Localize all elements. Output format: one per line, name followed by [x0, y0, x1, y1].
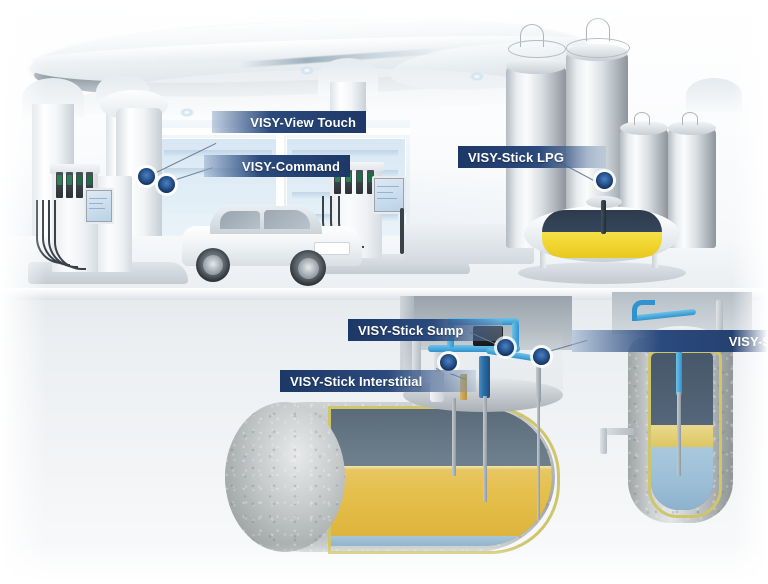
dispenser-display-right[interactable]: [372, 176, 406, 214]
lpg-tank-base: [518, 262, 686, 284]
vertical-tank-interior: [651, 352, 713, 510]
car-window: [220, 211, 260, 229]
nozzle-indicator: [346, 173, 351, 182]
visy-stick-probe-blue: [479, 356, 490, 398]
nozzle-slot: [76, 172, 83, 198]
vertical-tank-inlet: [600, 428, 634, 435]
dispenser-head: [50, 164, 100, 174]
lpg-tank-leg: [652, 250, 658, 268]
display-line: [89, 208, 105, 209]
nozzle-indicator: [368, 173, 373, 182]
silo-top: [506, 58, 566, 74]
sump-pipe-horizontal: [428, 345, 520, 352]
silo-top: [620, 121, 668, 135]
probe-shaft: [452, 398, 456, 476]
label-visy-stick-interstitial[interactable]: VISY-Stick Interstitial: [280, 370, 476, 392]
probe-shaft: [536, 362, 541, 402]
vertical-tank-probe-pipe: [676, 330, 682, 396]
marker-visy-view-touch[interactable]: [138, 168, 155, 185]
car-rim: [298, 258, 319, 279]
vertical-tank-vent: [716, 300, 723, 344]
marker-visy-command[interactable]: [158, 176, 175, 193]
car-window: [264, 210, 310, 229]
nozzle-slot: [56, 172, 63, 198]
fuel-surface: [330, 465, 552, 470]
silo-ladder-arc: [682, 112, 698, 125]
label-text: VISY-Stick Interstitial: [290, 373, 423, 389]
nozzle-slot: [86, 172, 93, 198]
edge-fade-top: [0, 0, 768, 26]
nozzle-slot: [334, 170, 341, 194]
dispenser-head: [328, 162, 384, 171]
label-text: VISY-View Touch: [250, 114, 356, 130]
tank-end-cap: [225, 402, 345, 552]
nozzle-indicator: [77, 175, 82, 185]
nozzle-indicator: [67, 175, 72, 185]
shop-window-mullion: [276, 132, 284, 264]
silo-guard-rail: [566, 38, 630, 58]
shop-shelf: [292, 150, 398, 157]
sump-pipe-drop: [512, 322, 519, 348]
display-line: [377, 192, 393, 193]
marker-visy-stick-sump[interactable]: [497, 339, 514, 356]
probe-shaft: [483, 396, 487, 502]
silo-top: [668, 121, 716, 135]
marker-visy-stick-interstitial[interactable]: [440, 354, 457, 371]
nozzle-indicator: [57, 175, 62, 185]
label-visy-stick-lpg[interactable]: VISY-Stick LPG: [458, 146, 606, 168]
nozzle-indicator: [357, 173, 362, 182]
lpg-probe: [601, 200, 606, 234]
vertical-tank-inlet-drop: [600, 428, 607, 454]
visy-view-touch-display[interactable]: [84, 188, 114, 224]
vertical-tank-liner: [648, 350, 722, 518]
tank-water-layer: [330, 536, 552, 546]
car-rim: [203, 255, 223, 275]
label-text: VISY-Command: [242, 158, 340, 174]
nozzle-slot: [345, 170, 352, 194]
label-visy-stick-sump[interactable]: VISY-Stick Sump: [348, 319, 502, 341]
car-plate: [314, 242, 350, 255]
nozzle-indicator: [87, 175, 92, 185]
display-line: [377, 186, 399, 187]
silo-guard-rail: [508, 40, 566, 58]
lpg-liquid-level: [542, 232, 662, 258]
edge-fade-bottom: [0, 544, 768, 584]
canopy-spotlight: [470, 72, 484, 81]
vertical-tank-elbow: [632, 300, 655, 321]
tank-concrete-texture: [225, 402, 345, 552]
canopy-spotlight: [180, 108, 194, 117]
label-visy-command[interactable]: VISY-Command: [204, 155, 350, 177]
nozzle-slot: [66, 172, 73, 198]
silo-ladder-arc: [634, 112, 650, 125]
edge-fade-left: [0, 0, 46, 584]
vertical-tank-fuel-layer: [651, 424, 713, 447]
shop-shelf: [164, 150, 272, 157]
label-text: VISY-Stick Sump: [358, 322, 464, 338]
canopy-spotlight: [300, 66, 314, 75]
label-text: VISY-Stick LPG: [468, 149, 565, 165]
marker-visy-stick[interactable]: [533, 348, 550, 365]
nozzle-indicator: [335, 173, 340, 182]
nozzle-slot: [356, 170, 363, 194]
ground-surface-edge: [0, 288, 768, 300]
vertical-tank-probe-shaft: [677, 392, 681, 476]
tank-inner-liner: [328, 406, 560, 554]
edge-fade-right: [732, 0, 768, 584]
display-line: [89, 203, 103, 204]
label-visy-view-touch[interactable]: VISY-View Touch: [212, 111, 366, 133]
nozzle-slot: [367, 170, 374, 194]
display-line: [89, 198, 107, 199]
vent-riser: [412, 338, 421, 392]
display-cable: [400, 208, 404, 254]
display-line: [377, 198, 397, 199]
marker-visy-stick-lpg[interactable]: [596, 172, 613, 189]
probe-shaft-long: [537, 398, 540, 520]
lpg-tank-leg: [540, 250, 546, 268]
